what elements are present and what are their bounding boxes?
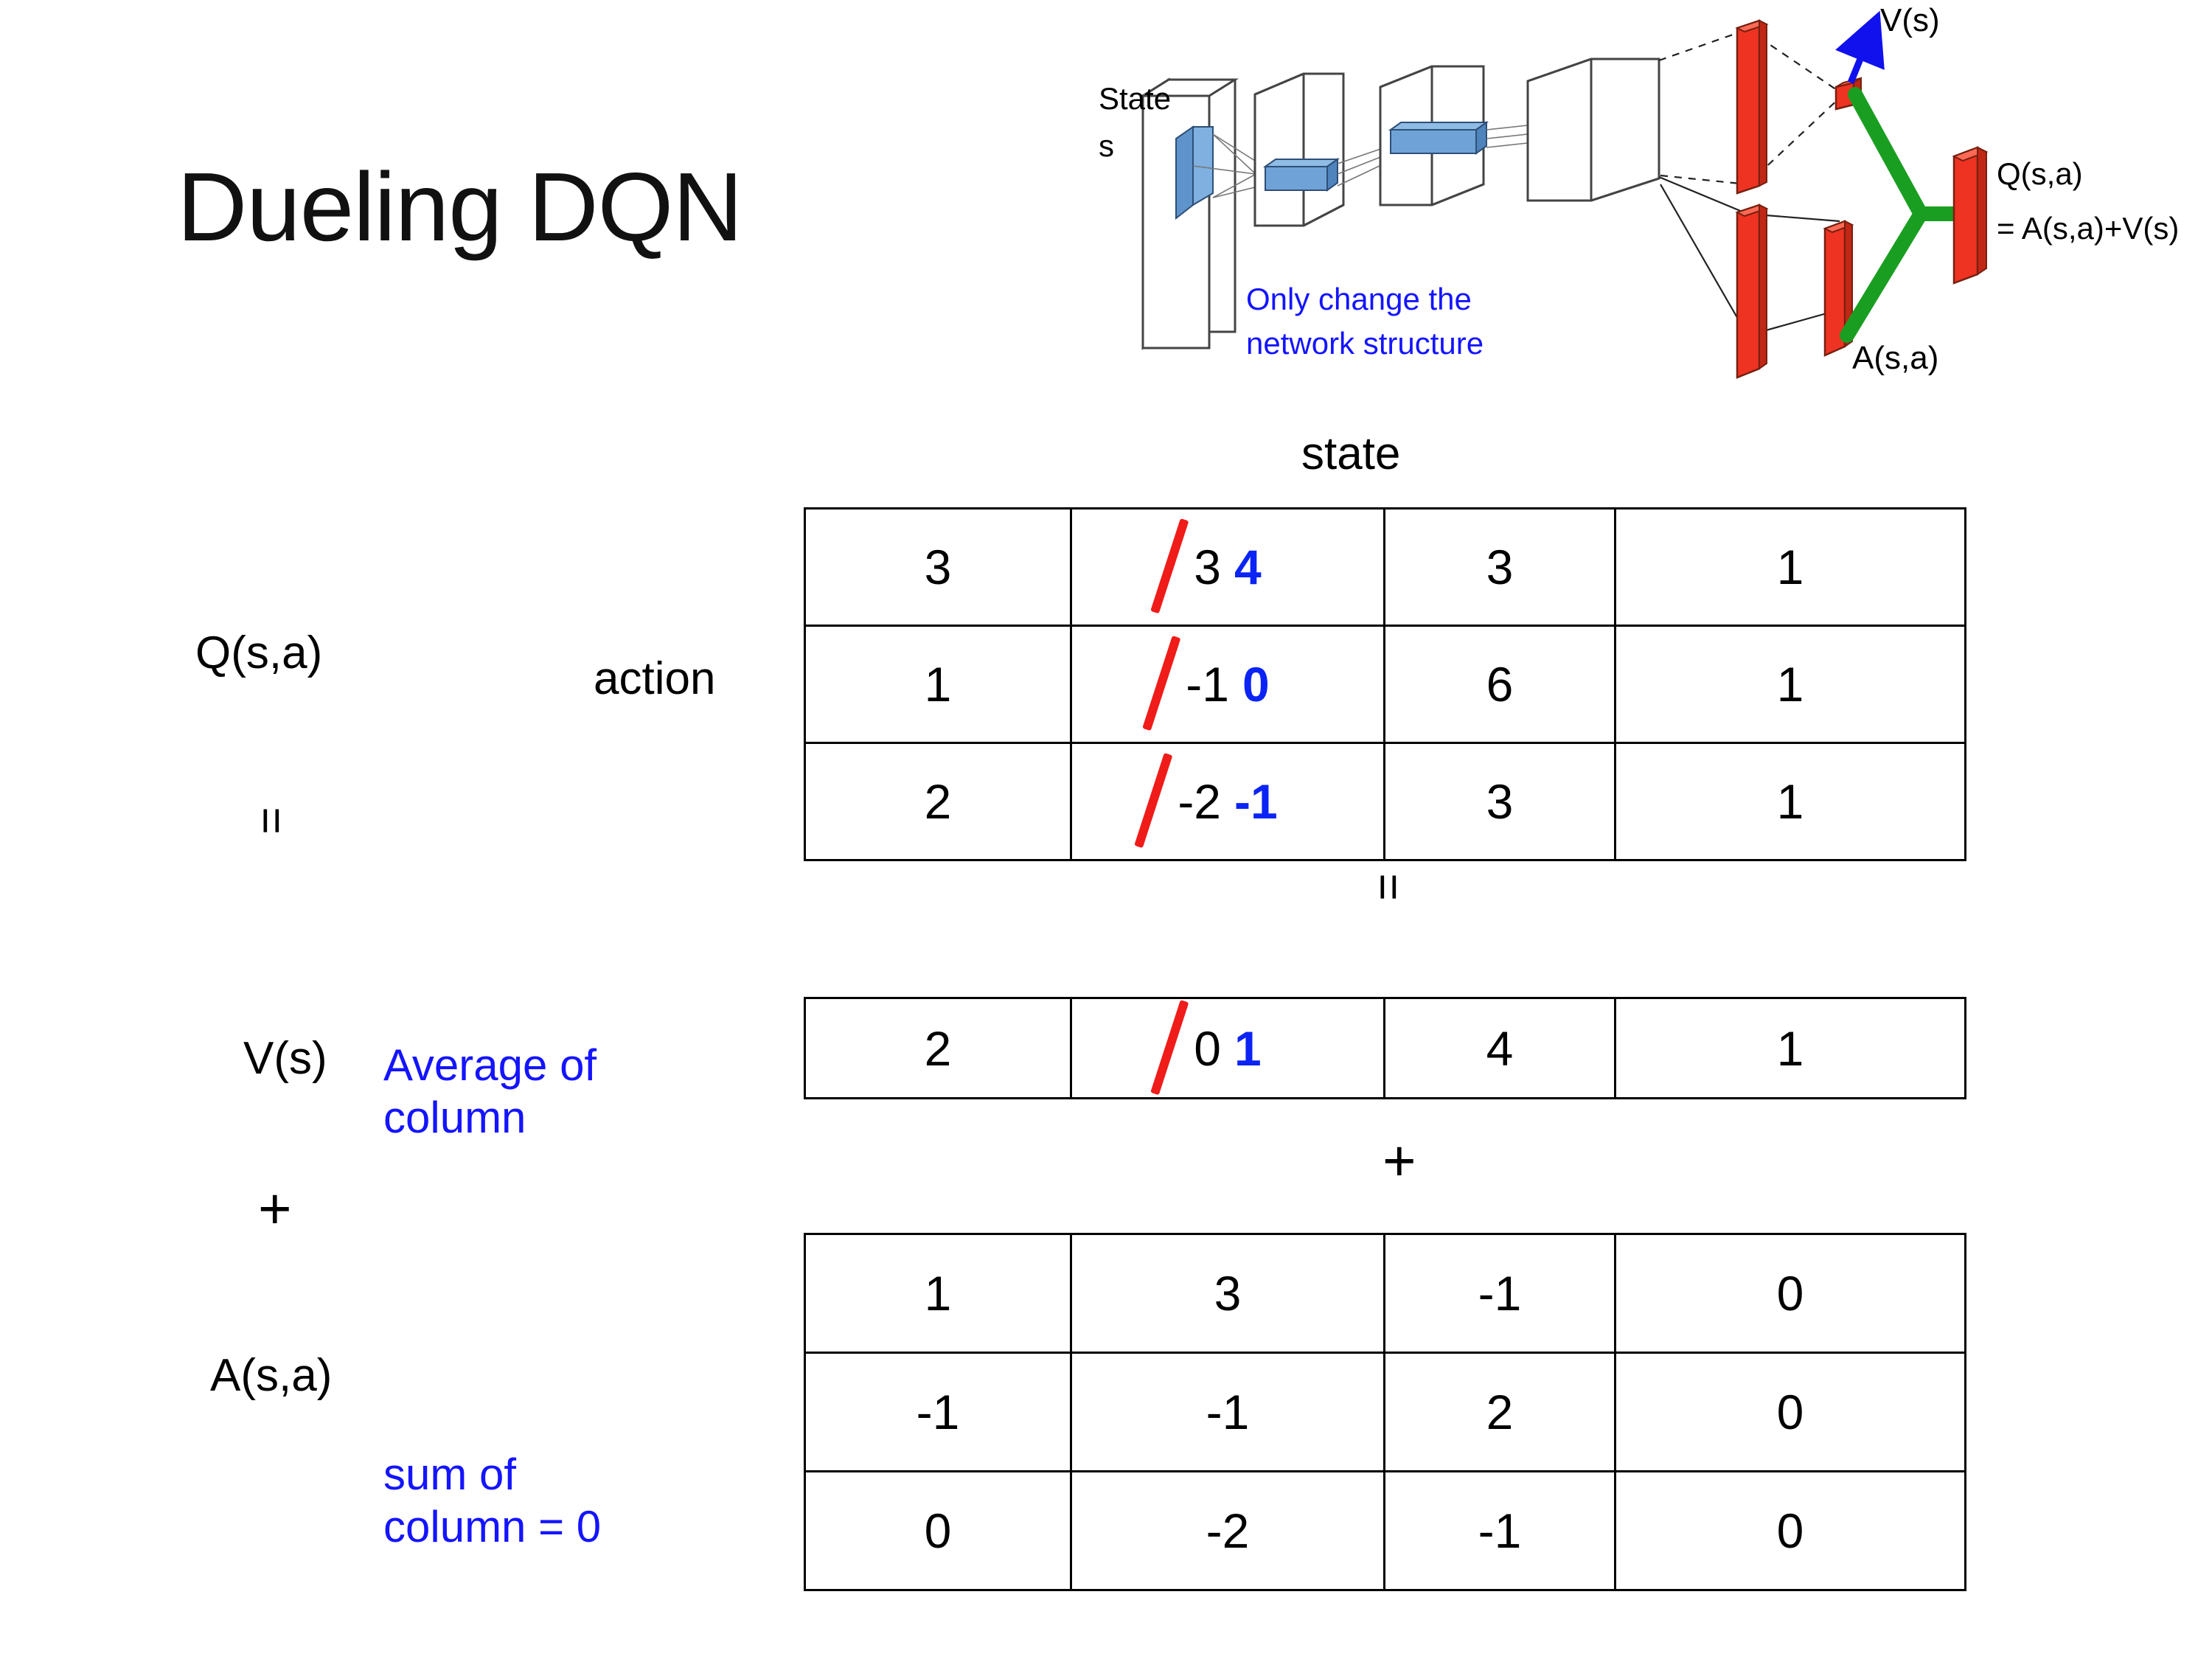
diagram-q-label-line1: Q(s,a) — [1997, 156, 2083, 191]
equals-glyph: = — [1362, 873, 1416, 901]
equals-operator-left: = — [245, 807, 299, 841]
corrected-new-value: 4 — [1234, 540, 1262, 594]
axis-label-action: action — [594, 653, 716, 704]
plus-operator-middle: + — [1382, 1128, 1416, 1193]
advantage-output-bar — [1823, 220, 1854, 357]
edited-cell: -2-1 — [1178, 773, 1277, 830]
table-cell: 3 — [1383, 742, 1616, 861]
value-stream-bar — [1735, 19, 1769, 195]
table-cell: 4 — [1383, 997, 1616, 1099]
table-cell: 1 — [1614, 742, 1966, 861]
table-cell: 0 — [1614, 1470, 1966, 1591]
table-cell: 0 — [1614, 1352, 1966, 1472]
equals-glyph: = — [245, 807, 299, 835]
table-cell: -1 — [804, 1352, 1072, 1472]
table-cell: 6 — [1383, 625, 1616, 744]
table-cell: 1 — [804, 1233, 1072, 1354]
axis-label-state: state — [1301, 428, 1401, 479]
a-section-note: sum of column = 0 — [383, 1450, 602, 1551]
table-cell: -1 — [1070, 1352, 1385, 1472]
q-section-label: Q(s,a) — [195, 627, 323, 678]
table-cell: 3 — [804, 507, 1072, 627]
struck-old-value: -1 — [1186, 657, 1229, 712]
diagram-state-label-line1: State — [1099, 81, 1171, 116]
table-cell: 2 — [804, 742, 1072, 861]
table-cell: -2 — [1070, 1470, 1385, 1591]
merge-green-connector — [1840, 87, 1972, 343]
conv-block-2 — [1379, 65, 1489, 206]
table-cell: 0 — [804, 1470, 1072, 1591]
a-section-label: A(s,a) — [210, 1350, 333, 1401]
table-cell: 1 — [804, 625, 1072, 744]
diagram-state-label-line2: s — [1099, 128, 1114, 163]
corrected-new-value: 1 — [1234, 1020, 1262, 1076]
table-cell: -1 — [1383, 1233, 1616, 1354]
input-plane-shape — [1138, 77, 1239, 350]
corrected-new-value: -1 — [1234, 774, 1278, 829]
table-cell: -1 — [1383, 1470, 1616, 1591]
table-cell: 1 — [1614, 997, 1966, 1099]
plus-operator-left: + — [258, 1176, 292, 1241]
advantage-stream-bar — [1735, 204, 1769, 379]
equals-operator-middle: = — [1362, 873, 1416, 908]
conv-block-3 — [1526, 58, 1660, 202]
page-title: Dueling DQN — [177, 153, 743, 261]
q-output-bar — [1952, 146, 1989, 285]
struck-old-value: -2 — [1178, 774, 1221, 829]
table-cell: 0 — [1614, 1233, 1966, 1354]
table-cell: 1 — [1614, 625, 1966, 744]
v-section-note: Average of column — [383, 1040, 597, 1142]
value-output-arrow — [1835, 10, 1885, 84]
diagram-advantage-label: A(s,a) — [1852, 340, 1938, 376]
corrected-new-value: 0 — [1242, 657, 1270, 712]
struck-old-value: 3 — [1194, 540, 1221, 594]
diagram-q-label-line2: = A(s,a)+V(s) — [1997, 211, 2179, 246]
table-cell: 3 — [1383, 507, 1616, 627]
diagram-value-label: V(s) — [1880, 2, 1940, 38]
dueling-network-diagram: State s Only change the network structur… — [1099, 0, 2205, 413]
conv-block-1 — [1253, 72, 1345, 227]
struck-old-value: 0 — [1194, 1020, 1221, 1076]
table-cell: 2 — [1383, 1352, 1616, 1472]
diagram-annotation-line1: Only change the — [1246, 282, 1472, 316]
diagram-annotation-line2: network structure — [1246, 326, 1484, 361]
table-cell: 3 — [1070, 1233, 1385, 1354]
table-cell: 2 — [804, 997, 1072, 1099]
table-cell: 1 — [1614, 507, 1966, 627]
v-section-label: V(s) — [243, 1033, 327, 1084]
table-cell: -2-1 — [1070, 742, 1385, 861]
